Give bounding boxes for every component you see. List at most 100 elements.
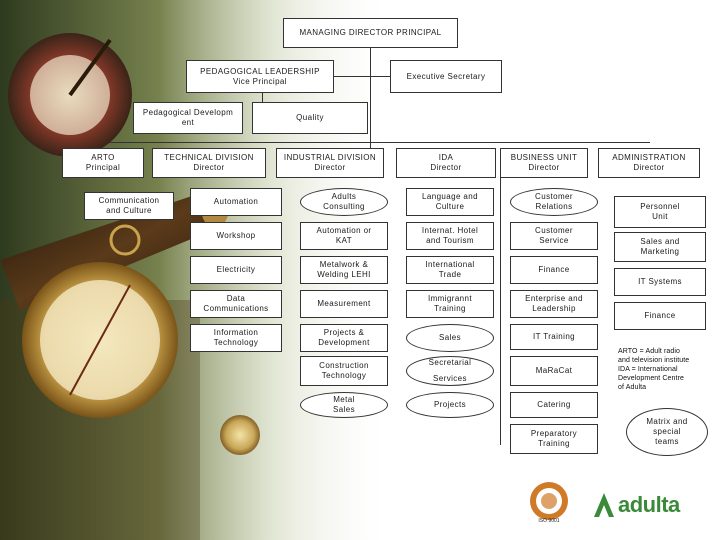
unit-label: IT Systems [638,277,682,286]
unit-it-systems: IT Systems [614,268,706,296]
unit-label: Internat. Hotel [421,226,479,235]
unit-label: Projects & [323,328,365,337]
administration-title: ADMINISTRATION [612,153,686,162]
unit-language-culture: Language and Culture [406,188,494,216]
unit-ida-projects: Projects [406,392,494,418]
pedagogical-development-line1: Pedagogical Developm [142,108,234,117]
unit-label: Culture [435,202,465,211]
unit-label: Communication [98,196,160,205]
unit-maracat: MaRaCat [510,356,598,386]
connector-line [370,48,371,148]
connector-line [370,76,390,77]
unit-label: Sales [332,405,355,414]
legend-line: ARTO = Adult radio [618,348,681,355]
legend-line: of Adulta [618,384,647,391]
connector-line [334,76,370,77]
unit-label: Data [226,294,246,303]
unit-label: Marketing [640,247,680,256]
unit-label: Consulting [323,202,365,211]
unit-label: Automation [213,197,259,206]
unit-label: Services [433,374,467,383]
unit-label: Welding LEHI [317,270,371,279]
unit-personnel: Personnel Unit [614,196,706,228]
unit-catering: Catering [510,392,598,418]
unit-automation-kat: Automation or KAT [300,222,388,250]
unit-workshop: Workshop [190,222,282,250]
seal-caption: ISO 9001 [538,518,560,524]
ida-division-box: IDA Director [396,148,496,178]
unit-label: Catering [537,400,571,409]
unit-sales-marketing: Sales and Marketing [614,232,706,262]
unit-label: Metalwork & [319,260,369,269]
industrial-role: Director [314,163,346,172]
unit-preparatory-training: Preparatory Training [510,424,598,454]
unit-label: and Tourism [426,236,474,245]
connector-line [500,175,501,445]
legend-line: IDA = International [618,366,678,373]
unit-hotel-tourism: Internat. Hotel and Tourism [406,222,494,250]
pedagogical-development-box: Pedagogical Developm ent [133,102,243,134]
unit-adults-consulting: Adults Consulting [300,188,388,216]
unit-label: Language and [422,192,478,201]
pedagogical-leadership-box: PEDAGOGICAL LEADERSHIP Vice Principal [186,60,334,93]
administration-division-box: ADMINISTRATION Director [598,148,700,178]
arto-division-box: ARTO Principal [62,148,144,178]
unit-automation: Automation [190,188,282,216]
unit-label: Finance [644,311,676,320]
pedagogical-development-line2: ent [181,118,195,127]
unit-communication-culture: Communication and Culture [84,192,174,220]
unit-label: Relations [535,202,573,211]
unit-metal-sales: Metal Sales [300,392,388,418]
industrial-title: INDUSTRIAL DIVISION [283,153,377,162]
matrix-label: special [653,427,681,436]
unit-label: Training [434,304,466,313]
unit-label: Adults [331,192,357,201]
matrix-special-teams: Matrix and special teams [626,408,708,456]
arto-title: ARTO [91,153,115,162]
industrial-division-box: INDUSTRIAL DIVISION Director [276,148,384,178]
unit-projects-development: Projects & Development [300,324,388,352]
unit-information-technology: Information Technology [190,324,282,352]
abbreviation-legend: ARTO = Adult radio and television instit… [618,347,716,392]
unit-label: Customer [535,226,573,235]
unit-label: Information [213,328,259,337]
unit-label: International [425,260,475,269]
business-unit-division-box: BUSINESS UNIT Director [500,148,588,178]
executive-secretary-box: Executive Secretary [390,60,502,93]
ida-role: Director [430,163,462,172]
technical-division-box: TECHNICAL DIVISION Director [152,148,266,178]
unit-label: Training [538,439,570,448]
executive-secretary-label: Executive Secretary [406,71,486,81]
unit-label: Secretarial [428,358,472,367]
unit-label: Customer [535,192,573,201]
unit-label: Sales and [640,237,680,246]
unit-label: Development [318,338,370,347]
pedagogical-leadership-title: PEDAGOGICAL LEADERSHIP [200,66,320,76]
business-title: BUSINESS UNIT [510,153,578,162]
technical-role: Director [193,163,225,172]
unit-label: Trade [438,270,462,279]
unit-electricity: Electricity [190,256,282,284]
administration-role: Director [633,163,665,172]
unit-immigrant-training: Immigrannt Training [406,290,494,318]
unit-measurement: Measurement [300,290,388,318]
quality-box: Quality [252,102,368,134]
unit-label: and Culture [106,206,152,215]
unit-label: IT Training [532,332,576,341]
unit-label: Measurement [317,299,371,308]
unit-label: Electricity [216,265,256,274]
unit-data-communications: Data Communications [190,290,282,318]
technical-title: TECHNICAL DIVISION [164,153,254,162]
unit-secretarial-services: Secretarial Services [406,356,494,386]
unit-label: Preparatory [530,429,578,438]
unit-label: Finance [538,265,570,274]
unit-label: Leadership [532,304,576,313]
unit-label: Workshop [216,231,256,240]
unit-construction-technology: Construction Technology [300,356,388,386]
unit-label: Projects [433,400,467,409]
unit-metalwork-welding: Metalwork & Welding LEHI [300,256,388,284]
pedagogical-leadership-role: Vice Principal [233,76,287,86]
unit-international-trade: International Trade [406,256,494,284]
unit-label: KAT [335,236,353,245]
